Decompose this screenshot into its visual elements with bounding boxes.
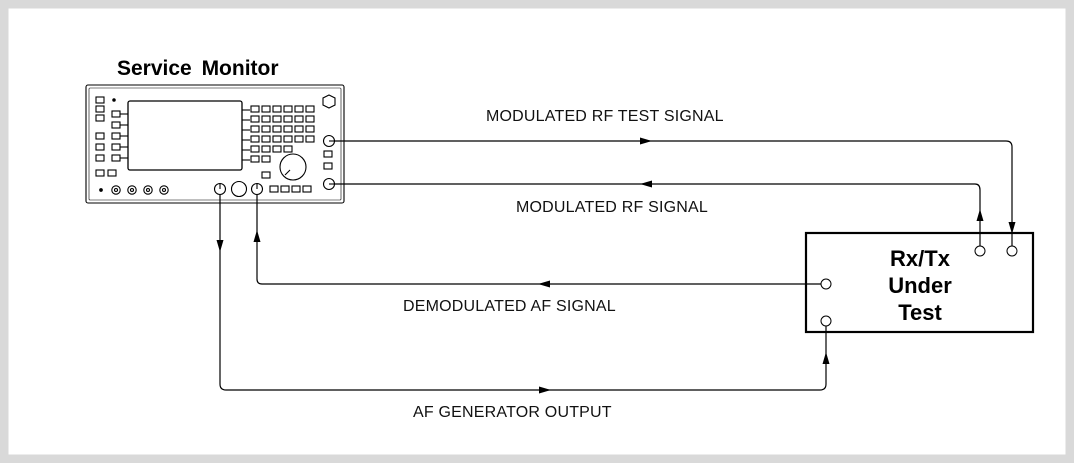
left-keys bbox=[95, 96, 128, 177]
dut-af-in-connector bbox=[820, 315, 832, 327]
dut-box bbox=[804, 231, 1035, 334]
af-generator-output-line bbox=[219, 195, 827, 391]
instrument-body bbox=[85, 84, 345, 204]
dut-rf-in-connector bbox=[974, 245, 986, 257]
arrow-af-gen-up bbox=[822, 352, 830, 364]
dut-label-line1: Rx/Tx bbox=[890, 246, 950, 271]
arrow-mod-rf-test bbox=[640, 137, 652, 145]
dut-rf-out-connector bbox=[1006, 245, 1018, 257]
demod-af-signal-line bbox=[256, 195, 821, 285]
instrument-display bbox=[127, 100, 243, 171]
dut-label-line2: Under bbox=[888, 273, 952, 298]
service-monitor-instrument bbox=[85, 84, 345, 204]
arrow-demod-af-up bbox=[253, 230, 261, 242]
af-in-connector bbox=[250, 182, 264, 196]
arrow-demod-af-left bbox=[538, 280, 550, 288]
dut-label-line3: Test bbox=[898, 300, 942, 325]
af-out-connector bbox=[213, 182, 227, 196]
rotary-knob bbox=[279, 153, 307, 181]
demod-af-signal-label: DEMODULATED AF SIGNAL bbox=[403, 298, 616, 315]
arrow-mod-rf-left bbox=[640, 180, 652, 188]
keypad-grid bbox=[250, 105, 333, 179]
mod-rf-signal-line bbox=[335, 183, 981, 246]
arrow-af-gen-right bbox=[539, 386, 551, 394]
af-generator-output-label: AF GENERATOR OUTPUT bbox=[413, 404, 612, 421]
arrow-mod-rf-up bbox=[976, 209, 984, 221]
hex-knob bbox=[322, 94, 336, 109]
service-monitor-title: Service Monitor bbox=[117, 57, 279, 80]
dut-af-out-connector bbox=[820, 278, 832, 290]
arrow-mod-rf-test-down bbox=[1008, 222, 1016, 234]
mod-rf-test-signal-line bbox=[335, 140, 1013, 246]
af-middle-connector bbox=[230, 180, 248, 198]
mod-rf-test-signal-label: MODULATED RF TEST SIGNAL bbox=[486, 108, 724, 125]
mod-rf-signal-label: MODULATED RF SIGNAL bbox=[516, 199, 708, 216]
arrow-af-gen-down bbox=[216, 240, 224, 252]
